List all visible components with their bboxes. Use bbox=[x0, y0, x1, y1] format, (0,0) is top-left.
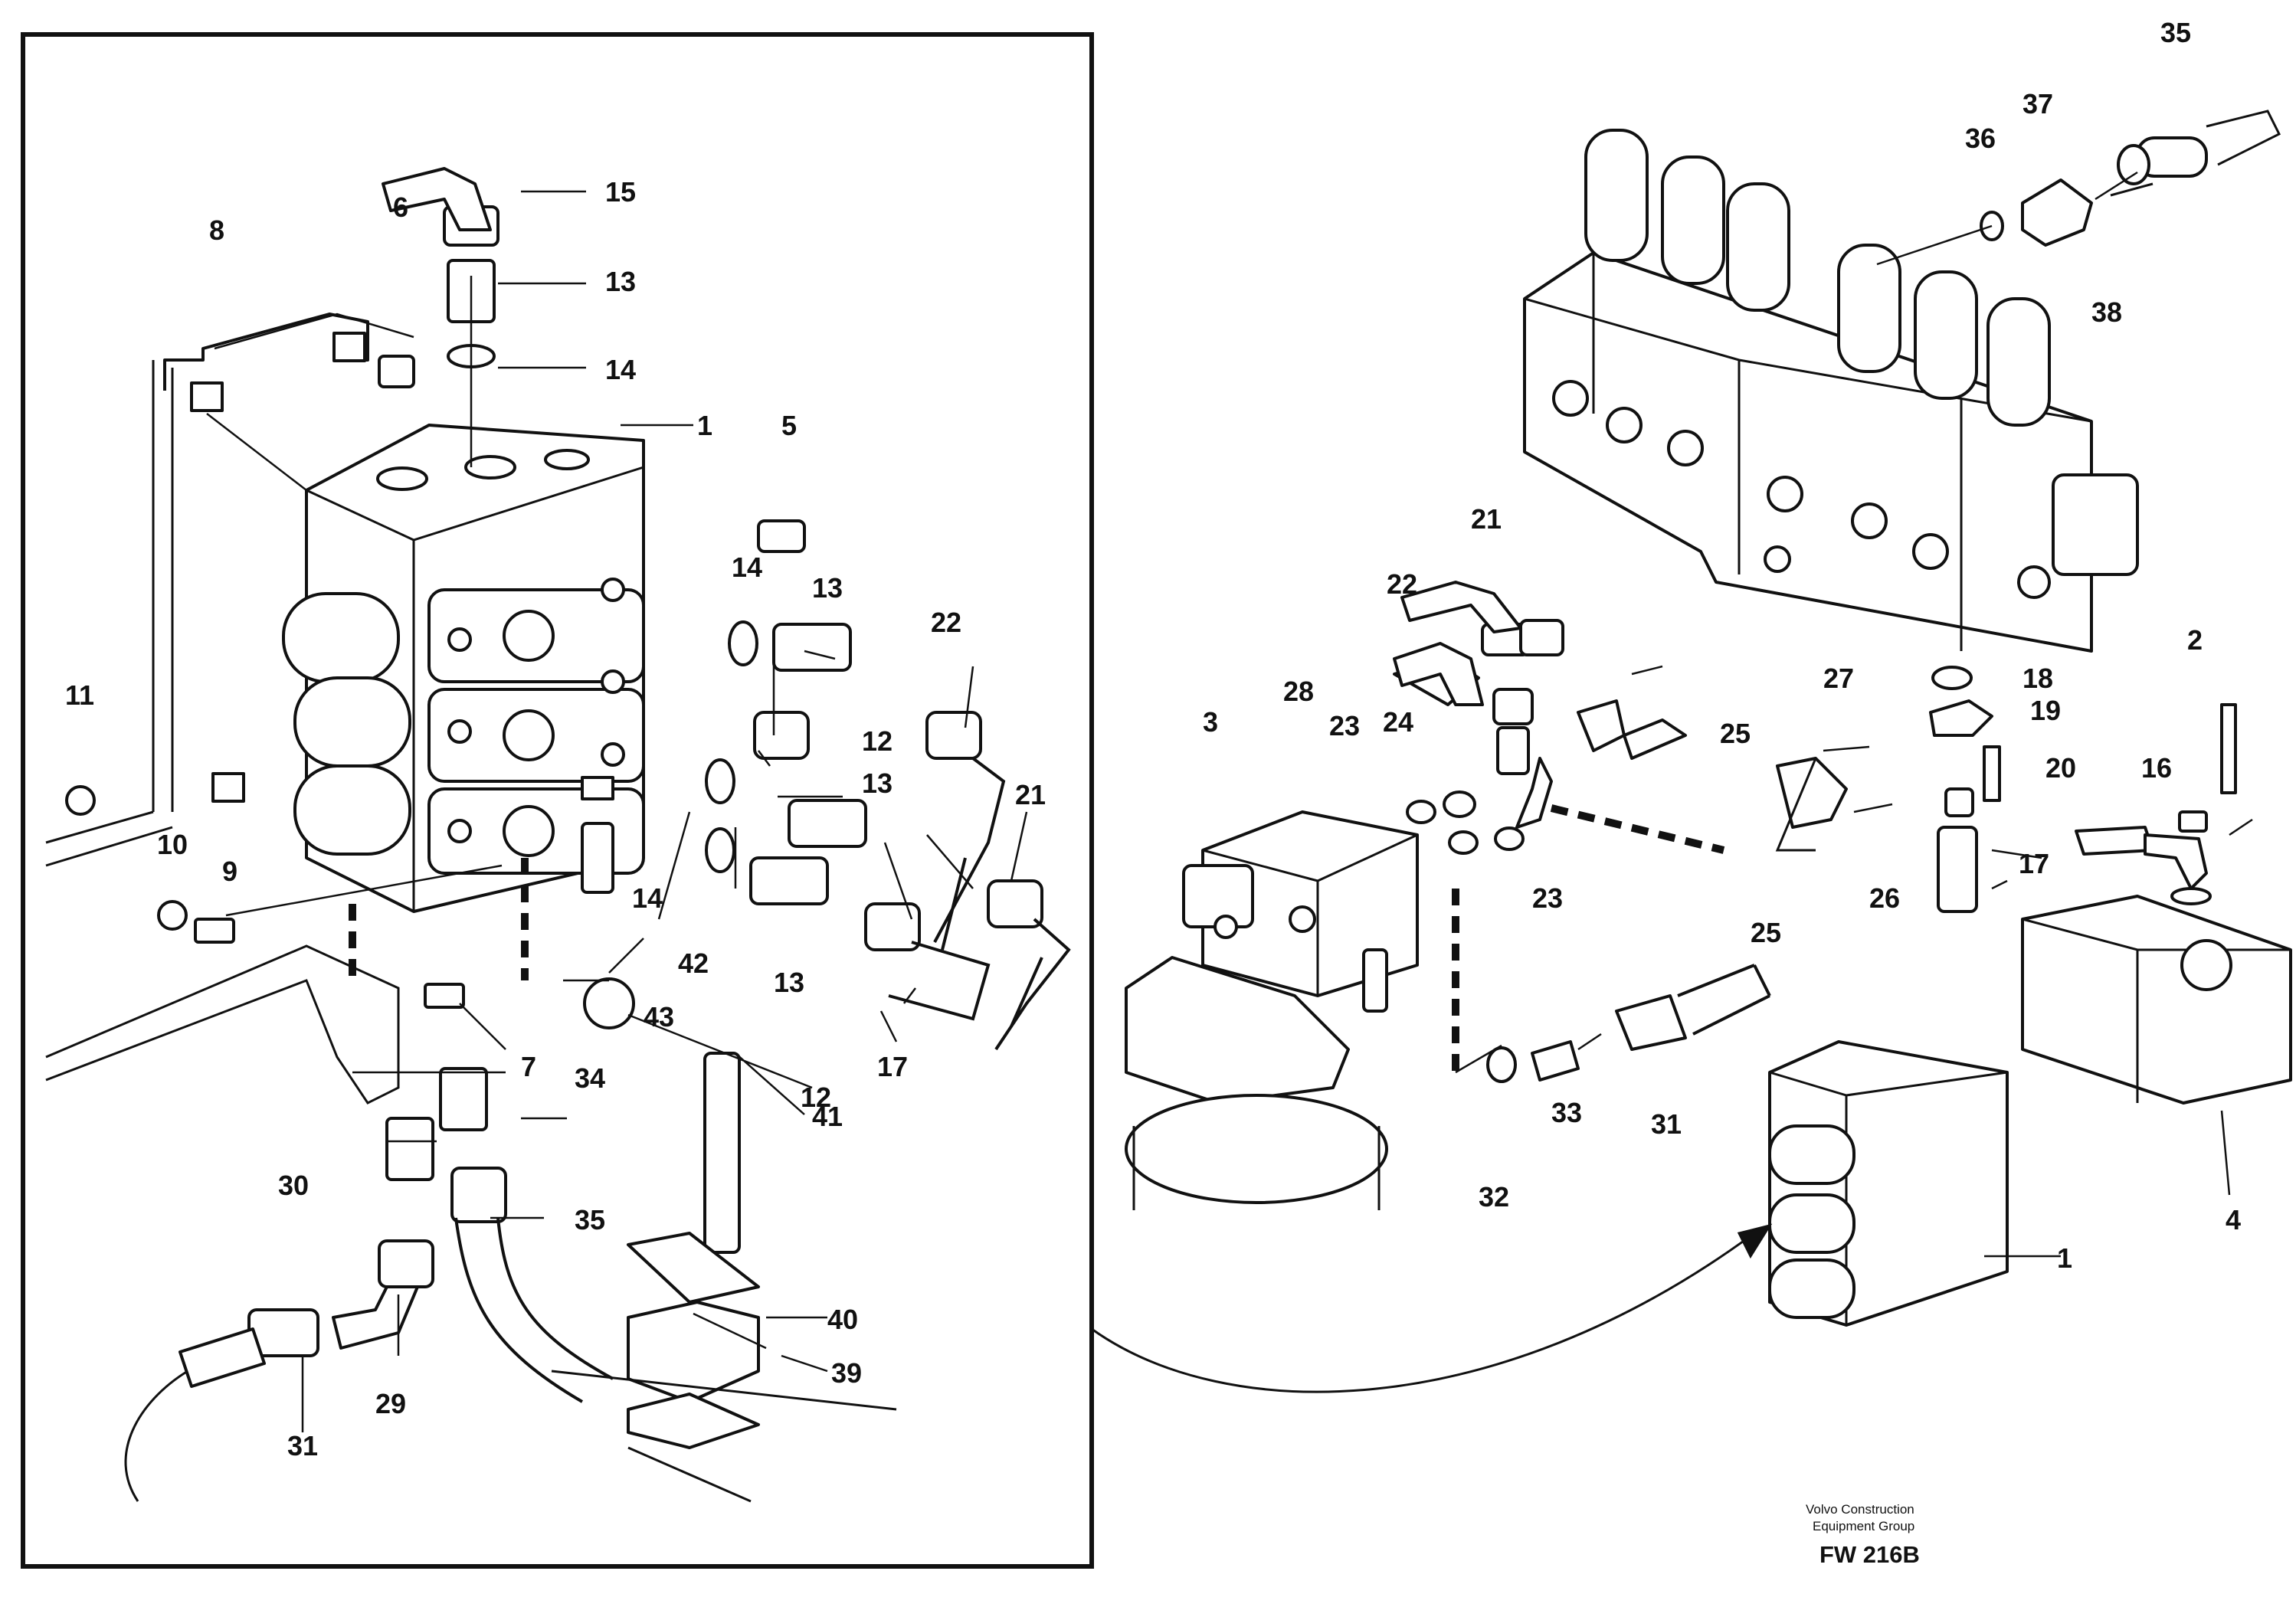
callout-30: 30 bbox=[278, 1170, 309, 1201]
callout-12: 12 bbox=[862, 725, 893, 757]
callout-25b: 25 bbox=[1751, 917, 1781, 948]
callout-6: 6 bbox=[393, 191, 408, 223]
callout-35: 35 bbox=[575, 1204, 605, 1236]
callout-42: 42 bbox=[678, 948, 709, 979]
callout-23: 23 bbox=[1329, 710, 1360, 741]
callout-27: 27 bbox=[1823, 663, 1854, 694]
callout-16: 16 bbox=[2141, 752, 2172, 784]
callout-21: 21 bbox=[1015, 779, 1046, 810]
callout-5: 5 bbox=[781, 410, 797, 441]
callout-19: 19 bbox=[2030, 695, 2061, 726]
reference-arrow bbox=[1091, 1232, 1755, 1393]
callout-22b: 22 bbox=[1387, 568, 1417, 600]
callout-36: 36 bbox=[1965, 123, 1996, 154]
callout-1: 1 bbox=[697, 410, 712, 441]
callout-8: 8 bbox=[209, 214, 224, 246]
callout-38: 38 bbox=[2091, 296, 2122, 328]
control-valve-reference bbox=[1768, 1040, 2009, 1327]
callout-18: 18 bbox=[2023, 663, 2053, 694]
main-drawing bbox=[1091, 110, 2292, 1393]
hydraulic-motor-block bbox=[1201, 810, 1419, 997]
callout-15: 15 bbox=[605, 176, 636, 208]
callout-39: 39 bbox=[831, 1357, 862, 1389]
callout-13b: 13 bbox=[812, 572, 843, 604]
callout-37: 37 bbox=[2023, 88, 2053, 119]
credit-line-2: Equipment Group bbox=[1813, 1519, 1914, 1533]
inset-drawing bbox=[45, 167, 1071, 1503]
callout-41: 41 bbox=[812, 1101, 843, 1132]
callout-25: 25 bbox=[1720, 718, 1751, 749]
inset-frame bbox=[21, 32, 1094, 1569]
callout-13c: 13 bbox=[862, 767, 893, 799]
figure-code: FW 216B bbox=[1819, 1541, 1920, 1568]
hydraulic-pump bbox=[2021, 895, 2292, 1105]
callout-20: 20 bbox=[2045, 752, 2076, 784]
callout-34: 34 bbox=[575, 1062, 605, 1094]
callout-9: 9 bbox=[222, 856, 237, 887]
callout-26: 26 bbox=[1869, 882, 1900, 914]
callout-21b: 21 bbox=[1471, 503, 1502, 535]
callout-23b: 23 bbox=[1532, 882, 1563, 914]
callout-40: 40 bbox=[827, 1304, 858, 1335]
callout-12b: 12 bbox=[801, 1082, 831, 1113]
callout-33: 33 bbox=[1551, 1097, 1582, 1128]
callout-28: 28 bbox=[1283, 676, 1314, 707]
callout-14b: 14 bbox=[732, 551, 762, 583]
callout-17b: 17 bbox=[2019, 848, 2049, 879]
callout-31: 31 bbox=[287, 1430, 318, 1461]
callout-4: 4 bbox=[2226, 1204, 2241, 1236]
callout-labels: 15 13 14 1 5 8 6 11 10 9 14 13 22 12 13 … bbox=[65, 17, 2241, 1461]
callout-31b: 31 bbox=[1651, 1108, 1682, 1140]
callout-1b: 1 bbox=[2057, 1242, 2072, 1274]
callout-13d: 13 bbox=[774, 967, 804, 998]
callout-7: 7 bbox=[521, 1051, 536, 1082]
callout-2: 2 bbox=[2187, 624, 2203, 656]
callout-43: 43 bbox=[644, 1001, 674, 1033]
callout-24: 24 bbox=[1383, 706, 1413, 738]
callout-3: 3 bbox=[1203, 706, 1218, 738]
callout-29: 29 bbox=[375, 1388, 406, 1419]
footer-credit: Volvo Construction Equipment Group FW 21… bbox=[1806, 1502, 1920, 1568]
callout-11: 11 bbox=[65, 679, 94, 711]
callout-14: 14 bbox=[605, 354, 636, 385]
callout-14c: 14 bbox=[632, 882, 663, 914]
callout-35b: 35 bbox=[2160, 17, 2191, 48]
callout-22: 22 bbox=[931, 607, 961, 638]
callout-32: 32 bbox=[1479, 1181, 1509, 1213]
callout-10: 10 bbox=[157, 829, 188, 860]
mounting-bracket bbox=[163, 313, 369, 391]
callout-13: 13 bbox=[605, 266, 636, 297]
callout-17: 17 bbox=[877, 1051, 908, 1082]
credit-line-1: Volvo Construction bbox=[1806, 1502, 1914, 1517]
